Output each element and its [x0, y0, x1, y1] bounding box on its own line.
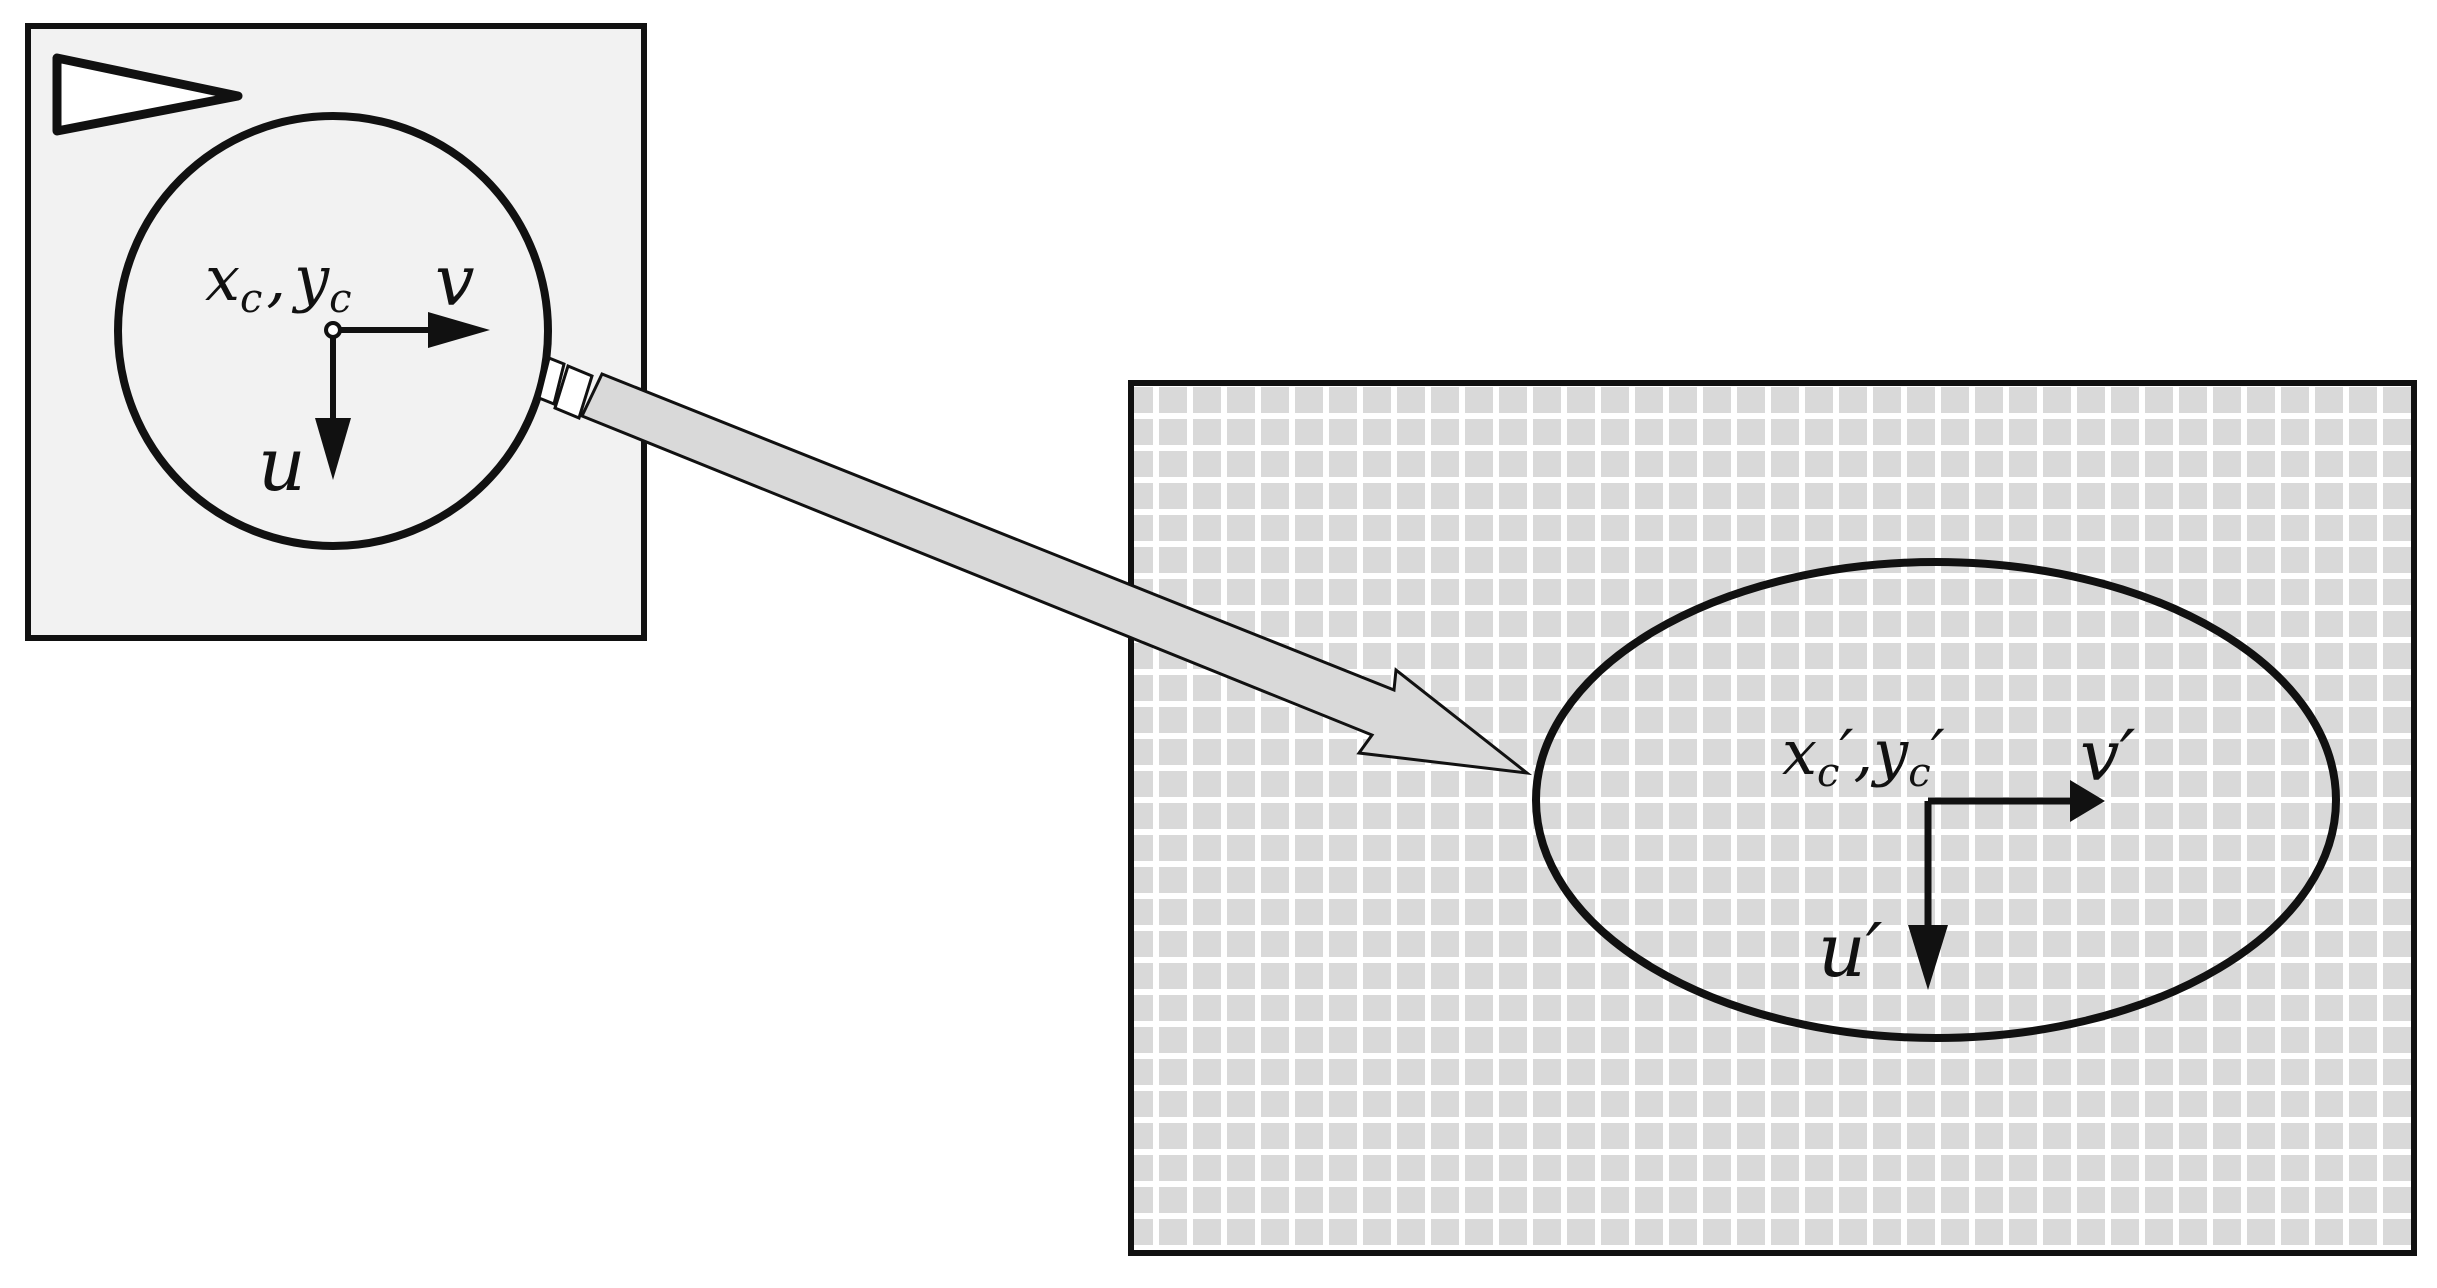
target-panel: xc′,yc′ v′ u′: [1128, 380, 2417, 1256]
block-arrow-icon: [537, 355, 1533, 776]
target-axis-u-label: u′: [1818, 908, 1883, 994]
arrow-body: [579, 372, 1533, 776]
target-ellipse: [1532, 558, 2340, 1042]
target-axis-v-arrowhead-icon: [2070, 780, 2105, 822]
arrow-stub-2: [553, 363, 594, 421]
source-center-label: xc,yc: [205, 242, 352, 322]
source-axis-v-label: v: [435, 240, 475, 322]
source-axis-u-arrowhead-icon: [315, 418, 351, 480]
source-center-point-icon: [324, 321, 342, 339]
source-axis-v-arrowhead-icon: [428, 312, 490, 348]
source-panel: xc,yc v u: [25, 23, 647, 641]
target-axis-u-arrowhead-icon: [1908, 925, 1948, 990]
arrow-stub-1: [537, 355, 566, 407]
triangle-marker-icon: [52, 53, 243, 136]
target-axis-v-label: v′: [2080, 715, 2136, 797]
source-axis-u-label: u: [258, 422, 306, 508]
target-panel-frame: [1128, 380, 2417, 1256]
target-center-label: xc′,yc′: [1782, 716, 1945, 796]
